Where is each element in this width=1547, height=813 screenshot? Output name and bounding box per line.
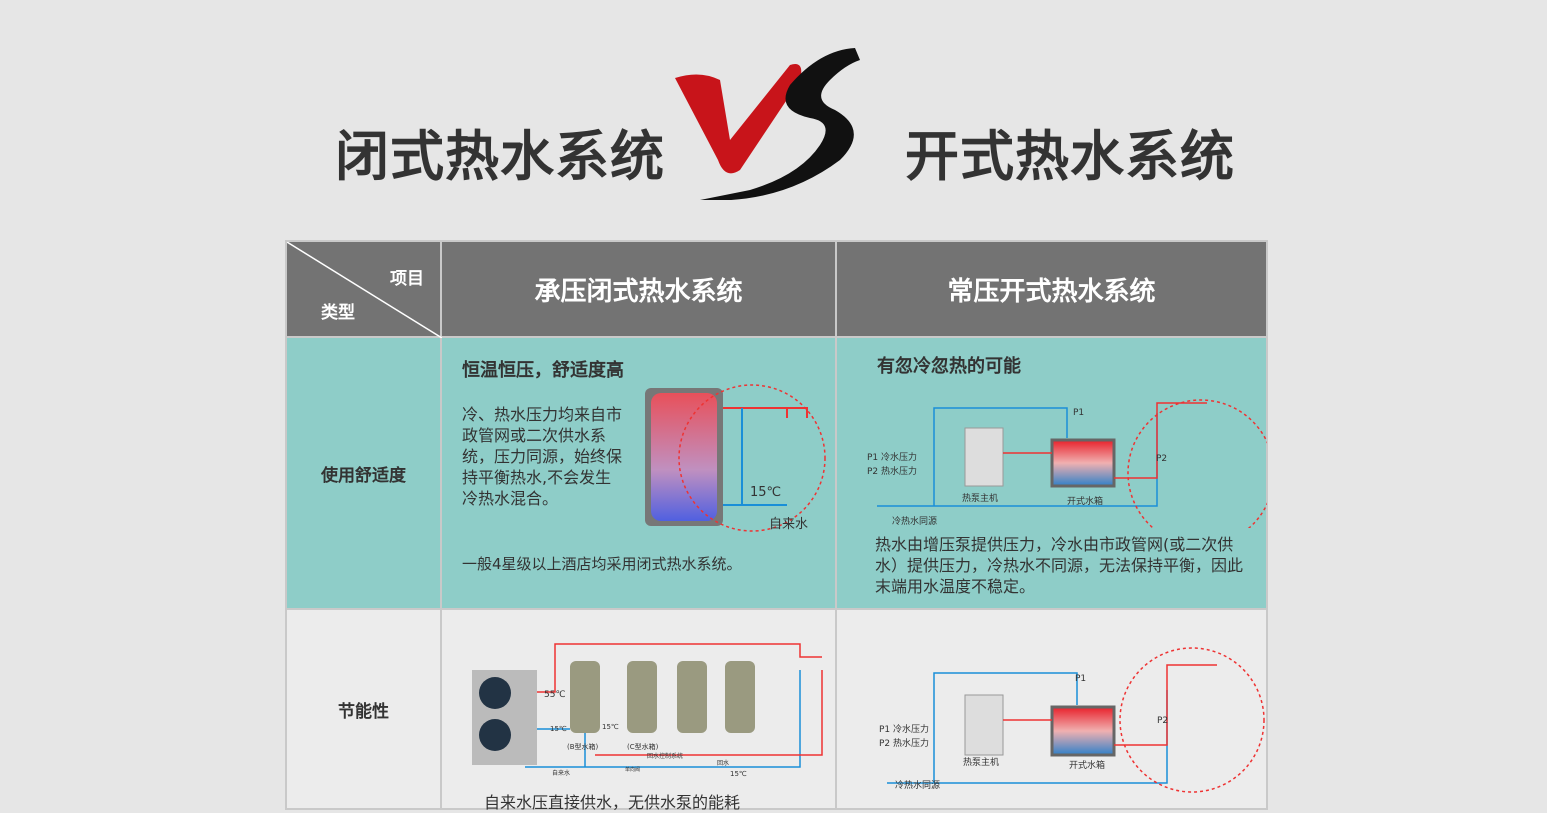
vs-logo bbox=[675, 48, 860, 200]
corner-type: 类型 bbox=[321, 303, 355, 323]
title-closed-system: 闭式热水系统 bbox=[335, 125, 665, 188]
open-tank-diagram bbox=[877, 399, 1267, 528]
temp-label: 15℃ bbox=[750, 485, 782, 500]
row-label-energy: 节能性 bbox=[285, 608, 442, 810]
source-label: 冷热水同源 bbox=[892, 517, 938, 527]
corner-header: 项目 类型 bbox=[285, 240, 442, 338]
title-open-system: 开式热水系统 bbox=[905, 125, 1235, 188]
row-label-comfort: 使用舒适度 bbox=[285, 336, 442, 610]
heat-pump-label: 热泵主机 bbox=[963, 758, 1000, 768]
cell-body: 热水由增压泵提供压力，冷水由市政管网(或二次供水）提供压力，冷热水不同源，无法保… bbox=[875, 535, 1244, 596]
open-tank-diagram-2 bbox=[887, 647, 1265, 793]
cell-note: 一般4星级以上酒店均采用闭式热水系统。 bbox=[462, 555, 742, 573]
closed-tank-diagram bbox=[645, 384, 826, 532]
valve-label: 单向阀 bbox=[625, 767, 641, 773]
legend-p1: P1 冷水压力 bbox=[867, 453, 918, 463]
comparison-table: 项目 类型 承压闭式热水系统 常压开式热水系统 使用舒适度 恒温恒压，舒适度高 … bbox=[285, 240, 1268, 812]
heat-pump-label: 热泵主机 bbox=[962, 494, 999, 504]
return-label: 回水 bbox=[717, 760, 730, 767]
legend-p2: P2 热水压力 bbox=[867, 467, 918, 477]
temp-55: 55℃ bbox=[544, 690, 566, 700]
gauge-p2: P2 bbox=[1157, 716, 1169, 726]
cell-comfort-closed: 恒温恒压，舒适度高 冷、热水压力均来自市政管网或二次供水系统，压力同源，始终保持… bbox=[440, 336, 837, 610]
col-header-closed: 承压闭式热水系统 bbox=[440, 240, 837, 338]
col-header-open: 常压开式热水系统 bbox=[835, 240, 1268, 338]
gauge-p1: P1 bbox=[1073, 408, 1085, 418]
tank-label: 开式水箱 bbox=[1067, 497, 1104, 507]
legend-p1: P1 冷水压力 bbox=[879, 725, 930, 735]
tank-label: 开式水箱 bbox=[1069, 761, 1106, 771]
cell-body: 自来水压直接供水，无供水泵的能耗 bbox=[484, 793, 741, 812]
temp-15c: 15℃ bbox=[730, 770, 747, 778]
gauge-p1: P1 bbox=[1075, 674, 1087, 684]
cell-comfort-open: 有忽冷忽热的可能 P1 冷水压力 P2 热水压力 P1 P2 热泵主机 开式水箱… bbox=[835, 336, 1268, 610]
source-label: 冷热水同源 bbox=[895, 781, 941, 791]
temp-15b: 15℃ bbox=[602, 723, 619, 731]
cell-body: 冷、热水压力均来自市政管网或二次供水系统，压力同源，始终保持平衡热水,不会发生冷… bbox=[462, 405, 623, 508]
tank-c-label: (C型水箱) bbox=[627, 743, 659, 751]
tap-label: 自来水 bbox=[769, 517, 809, 532]
control-label: 回水控制系统 bbox=[647, 753, 684, 760]
temp-15a: 15℃ bbox=[550, 725, 567, 733]
cell-energy-open: P1 冷水压力 P2 热水压力 P1 P2 热泵主机 开式水箱 冷热水同源 bbox=[835, 608, 1268, 810]
cell-energy-closed: 55℃ 15℃ 15℃ 15℃ (B型水箱) (C型水箱) 自来水 回水 单向阀… bbox=[440, 608, 837, 812]
tap-label: 自来水 bbox=[552, 770, 571, 777]
legend-p2: P2 热水压力 bbox=[879, 739, 930, 749]
cell-heading: 有忽冷忽热的可能 bbox=[877, 356, 1021, 377]
closed-multi-tank-diagram bbox=[472, 643, 823, 768]
corner-item: 项目 bbox=[390, 269, 424, 289]
cell-heading: 恒温恒压，舒适度高 bbox=[462, 360, 624, 381]
tank-b-label: (B型水箱) bbox=[567, 743, 599, 751]
gauge-p2: P2 bbox=[1156, 454, 1168, 464]
